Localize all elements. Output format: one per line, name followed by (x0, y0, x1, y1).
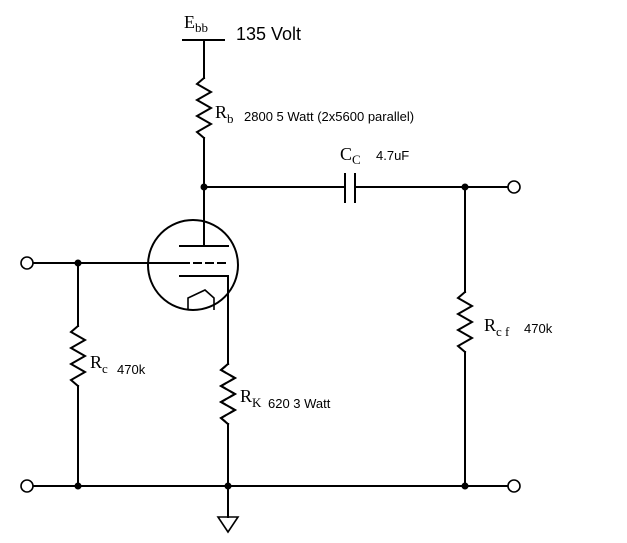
supply-value: 135 Volt (236, 24, 301, 44)
cc-label: CC (340, 144, 361, 167)
plate-junction (200, 183, 208, 191)
cathode-ground-junction (224, 482, 232, 490)
rb-label: Rb (215, 102, 234, 126)
rcf-label: Rc f (484, 315, 510, 339)
triode-envelope (147, 219, 239, 311)
cc-value: 4.7uF (376, 148, 409, 163)
rk-resistor-trace (218, 362, 238, 426)
rk-gap (226, 365, 230, 423)
output-terminal (507, 180, 521, 194)
grid-junction (74, 259, 82, 267)
rb-resistor (194, 76, 214, 140)
ground-symbol (216, 516, 240, 534)
input-ground-terminal (20, 479, 34, 493)
output-junction (461, 183, 469, 191)
rcf-value: 470k (524, 321, 553, 336)
rb-value: 2800 5 Watt (2x5600 parallel) (244, 109, 414, 124)
triode-heater (187, 289, 215, 310)
rk-label: RK (240, 386, 262, 410)
supply-label: Ebb (184, 12, 208, 35)
rc-value: 470k (117, 362, 146, 377)
input-terminal (20, 256, 34, 270)
rcf-resistor (455, 290, 475, 354)
rc-resistor (68, 324, 88, 388)
output-ground-terminal (507, 479, 521, 493)
rc-label: Rc (90, 352, 108, 376)
rk-value: 620 3 Watt (268, 396, 331, 411)
rc-ground-junction (74, 482, 82, 490)
rcf-ground-junction (461, 482, 469, 490)
